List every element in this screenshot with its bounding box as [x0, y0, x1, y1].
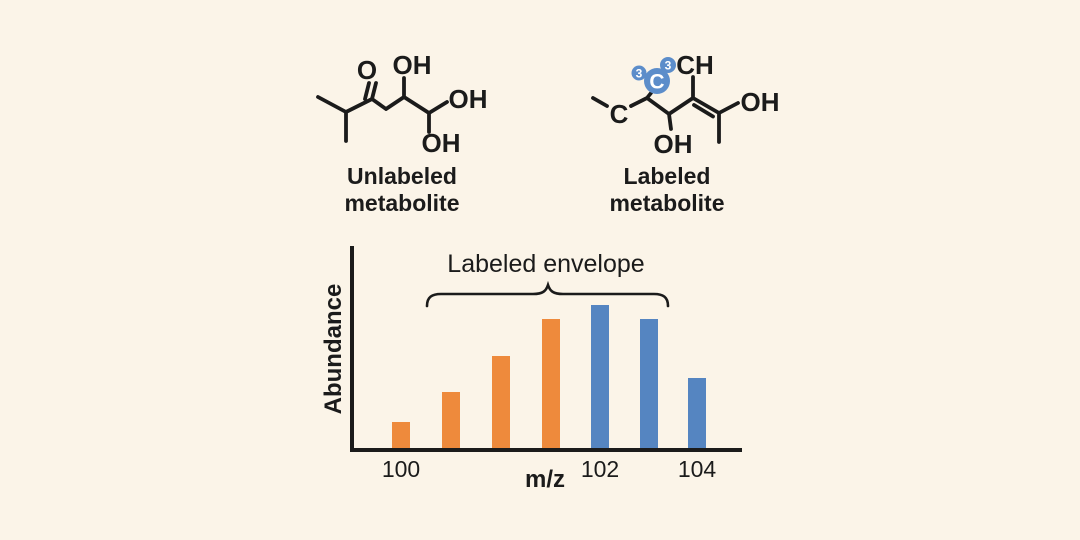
c13-circle-small-left: [631, 65, 647, 81]
unlabeled-metabolite-caption: Unlabeled metabolite: [312, 163, 492, 217]
unlabeled-metabolite-structure: O OH OH OH: [316, 50, 488, 158]
labeled-metabolite-caption: Labeled metabolite: [577, 163, 757, 217]
alkene-double-bond: [692, 103, 715, 119]
spectrum-bar-5: [591, 305, 609, 448]
caption-line: metabolite: [344, 190, 460, 216]
mass-spectrum-plot-area: [350, 248, 742, 448]
spectrum-bar-4: [542, 319, 560, 448]
labeled-metabolite-structure: C C 3 3 CH OH OH: [591, 50, 780, 159]
hydroxyl-right-label: OH: [449, 84, 488, 114]
y-axis-line: [350, 246, 354, 452]
ketone-double-bond: [363, 81, 378, 101]
labeled-envelope-annotation: Labeled envelope: [447, 250, 645, 278]
labeled-carbon-chain-label: C: [610, 99, 629, 129]
y-axis-label: Abundance: [320, 283, 347, 415]
x-tick-102: 102: [580, 456, 620, 482]
spectrum-bar-3: [492, 356, 510, 448]
spectrum-bar-6: [640, 319, 658, 448]
spectrum-bar-7: [688, 378, 706, 448]
c13-superscript-left-label: 3: [636, 67, 643, 81]
envelope-brace: [425, 280, 670, 308]
x-axis-line: [350, 448, 742, 452]
hydroxyl-bottom-label: OH: [654, 129, 693, 159]
hydroxyl-top-label: OH: [393, 50, 432, 80]
labeled-bonds: [591, 75, 740, 144]
oxygen-atom-label: O: [357, 55, 377, 85]
spectrum-bar-1: [392, 422, 410, 448]
caption-line: Labeled: [623, 163, 711, 189]
hydroxyl-right-label: OH: [741, 87, 780, 117]
c13-circle-large: [644, 68, 670, 94]
caption-line: metabolite: [609, 190, 725, 216]
unlabeled-bonds: [316, 76, 449, 143]
c13-circle-small-right: [660, 57, 676, 73]
c13-superscript-right-label: 3: [665, 59, 672, 73]
curly-brace: [425, 280, 670, 308]
x-tick-104: 104: [677, 456, 717, 482]
c13-carbon-label: C: [649, 71, 664, 94]
ch-group-label: CH: [676, 50, 714, 80]
x-tick-100: 100: [381, 456, 421, 482]
spectrum-bar-2: [442, 392, 460, 448]
x-axis-label: m/z: [524, 466, 565, 493]
hydroxyl-bottom-label: OH: [422, 128, 461, 158]
caption-line: Unlabeled: [347, 163, 457, 189]
